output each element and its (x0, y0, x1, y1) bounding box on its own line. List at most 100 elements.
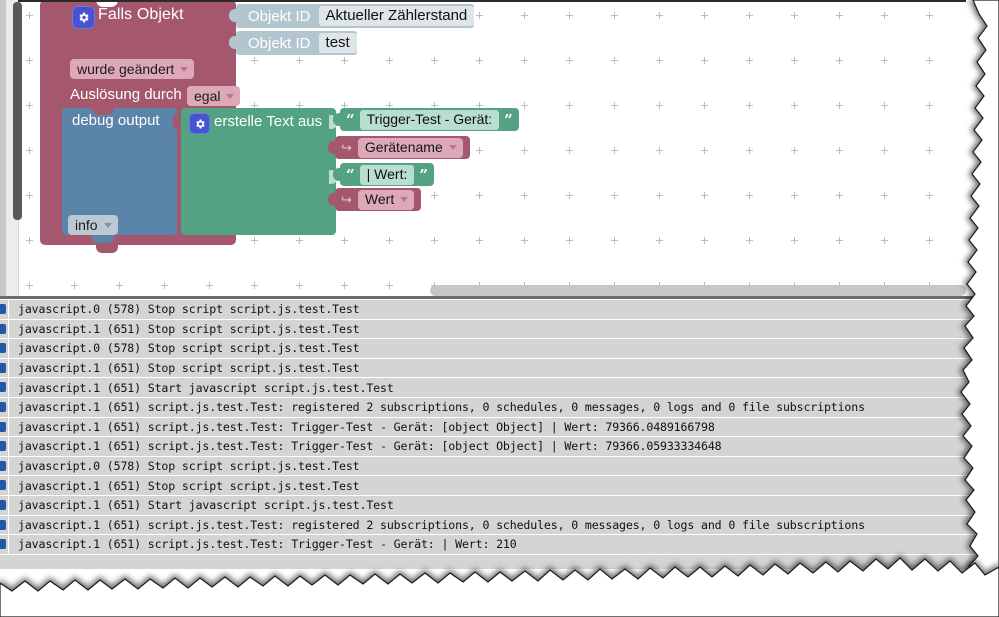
log-row[interactable]: javascript.1 (651) script.js.test.Test: … (0, 535, 999, 555)
log-row[interactable]: javascript.0 (578) Stop script script.js… (0, 456, 999, 477)
blockly-workspace[interactable]: Falls Objekt wurde geändert Auslösung du… (18, 0, 966, 297)
log-column-separator (8, 476, 9, 495)
quote-close-icon: ” (419, 165, 428, 184)
vertical-scrollbar-thumb[interactable] (13, 2, 22, 220)
grid-mark (656, 102, 663, 109)
grid-mark (521, 57, 528, 64)
grid-mark (26, 102, 33, 109)
chevron-down-icon (180, 66, 189, 72)
log-message: javascript.0 (578) Stop script script.js… (18, 302, 360, 317)
log-row[interactable]: javascript.1 (651) Stop script script.js… (0, 358, 999, 379)
dropdown-trigger-mode[interactable]: egal (187, 86, 241, 106)
log-row[interactable]: javascript.1 (651) Stop script script.js… (0, 319, 999, 340)
horizontal-scrollbar[interactable] (18, 282, 966, 296)
grid-mark (26, 12, 33, 19)
grid-mark (881, 147, 888, 154)
grid-mark (746, 57, 753, 64)
log-panel[interactable]: javascript.0 (578) Stop script script.js… (0, 300, 999, 570)
quote-open-icon: “ (346, 165, 355, 184)
grid-mark (476, 237, 483, 244)
block-erstelle-text-aus[interactable]: erstelle Text aus (181, 108, 338, 235)
grid-mark (791, 147, 798, 154)
grid-mark (26, 237, 33, 244)
log-dot-icon (0, 480, 6, 491)
block-notch (96, 0, 118, 7)
block-plug (328, 141, 336, 154)
grid-mark (881, 192, 888, 199)
dropdown-condition[interactable]: wurde geändert (70, 59, 195, 79)
log-severity-icon (0, 495, 8, 515)
grid-mark (476, 57, 483, 64)
log-list: javascript.0 (578) Stop script script.js… (0, 300, 999, 555)
log-severity-icon (0, 417, 8, 437)
grid-mark (341, 57, 348, 64)
block-objekt-id-2[interactable]: Objekt ID test (229, 31, 357, 55)
grid-mark (566, 192, 573, 199)
log-row[interactable]: javascript.1 (651) Start javascript scri… (0, 378, 999, 398)
block-debug-output[interactable]: debug output (62, 108, 182, 235)
variable-name-label: Gerätename (364, 138, 443, 155)
variable-name-dropdown[interactable]: Wert (357, 189, 415, 210)
block-text-string-2[interactable]: “ | Wert: ” (333, 163, 434, 186)
vertical-scrollbar[interactable] (6, 0, 22, 297)
gear-icon[interactable] (189, 113, 210, 134)
grid-mark (926, 57, 933, 64)
log-severity-icon (0, 535, 8, 554)
log-row[interactable]: javascript.1 (651) Stop script script.js… (0, 476, 999, 496)
log-dot-icon (0, 539, 6, 550)
log-column-separator (8, 456, 9, 476)
block-text-string-1[interactable]: “ Trigger-Test - Gerät: ” (333, 108, 519, 131)
grid-mark (656, 147, 663, 154)
log-message: javascript.1 (651) Stop script script.js… (18, 478, 360, 493)
log-message: javascript.1 (651) Stop script script.js… (18, 321, 360, 336)
log-severity-icon (0, 300, 8, 319)
log-message: javascript.1 (651) script.js.test.Test: … (18, 439, 722, 454)
block-plug (333, 113, 341, 126)
block-plug (328, 193, 336, 206)
grid-mark (611, 147, 618, 154)
log-row[interactable]: javascript.1 (651) script.js.test.Test: … (0, 417, 999, 438)
grid-mark (791, 57, 798, 64)
log-column-separator (8, 300, 9, 319)
block-objekt-id-1[interactable]: Objekt ID Aktueller Zählerstand (229, 4, 475, 28)
grid-mark (566, 57, 573, 64)
grid-mark (476, 147, 483, 154)
log-row[interactable]: javascript.0 (578) Stop script script.js… (0, 300, 999, 320)
block-variable-wert[interactable]: ↪ Wert (328, 188, 422, 211)
objekt-id-value[interactable]: Aktueller Zählerstand (318, 6, 475, 26)
log-dot-icon (0, 343, 6, 354)
gear-icon[interactable] (72, 6, 95, 29)
log-message: javascript.0 (578) Stop script script.js… (18, 459, 360, 474)
text-string-value[interactable]: | Wert: (359, 164, 415, 185)
dropdown-log-level[interactable]: info (68, 215, 118, 235)
log-column-separator (8, 397, 9, 417)
variable-name-dropdown[interactable]: Gerätename (357, 137, 463, 158)
log-severity-icon (0, 339, 8, 358)
dropdown-trigger-mode-label: egal (194, 88, 221, 104)
log-column-separator (8, 495, 9, 515)
debug-output-label: debug output (72, 112, 160, 129)
quote-open-icon: “ (346, 110, 355, 129)
log-severity-icon (0, 358, 8, 378)
horizontal-scrollbar-thumb[interactable] (430, 285, 966, 296)
block-variable-geraetename[interactable]: ↪ Gerätename (328, 136, 470, 159)
grid-mark (26, 147, 33, 154)
log-row[interactable]: javascript.1 (651) Start javascript scri… (0, 495, 999, 516)
grid-mark (521, 12, 528, 19)
grid-mark (521, 237, 528, 244)
log-row[interactable]: javascript.1 (651) script.js.test.Test: … (0, 397, 999, 418)
log-row[interactable]: javascript.1 (651) script.js.test.Test: … (0, 515, 999, 536)
log-row[interactable]: javascript.0 (578) Stop script script.js… (0, 339, 999, 359)
label-ausloesung-durch: Auslösung durch (70, 86, 182, 103)
grid-mark (791, 102, 798, 109)
log-column-separator (8, 417, 9, 437)
text-string-value[interactable]: Trigger-Test - Gerät: (359, 109, 500, 130)
grid-mark (656, 12, 663, 19)
grid-mark (926, 192, 933, 199)
grid-mark (701, 192, 708, 199)
grid-mark (566, 147, 573, 154)
objekt-id-value[interactable]: test (318, 33, 357, 53)
grid-mark (701, 12, 708, 19)
grid-mark (611, 192, 618, 199)
log-row[interactable]: javascript.1 (651) script.js.test.Test: … (0, 437, 999, 457)
